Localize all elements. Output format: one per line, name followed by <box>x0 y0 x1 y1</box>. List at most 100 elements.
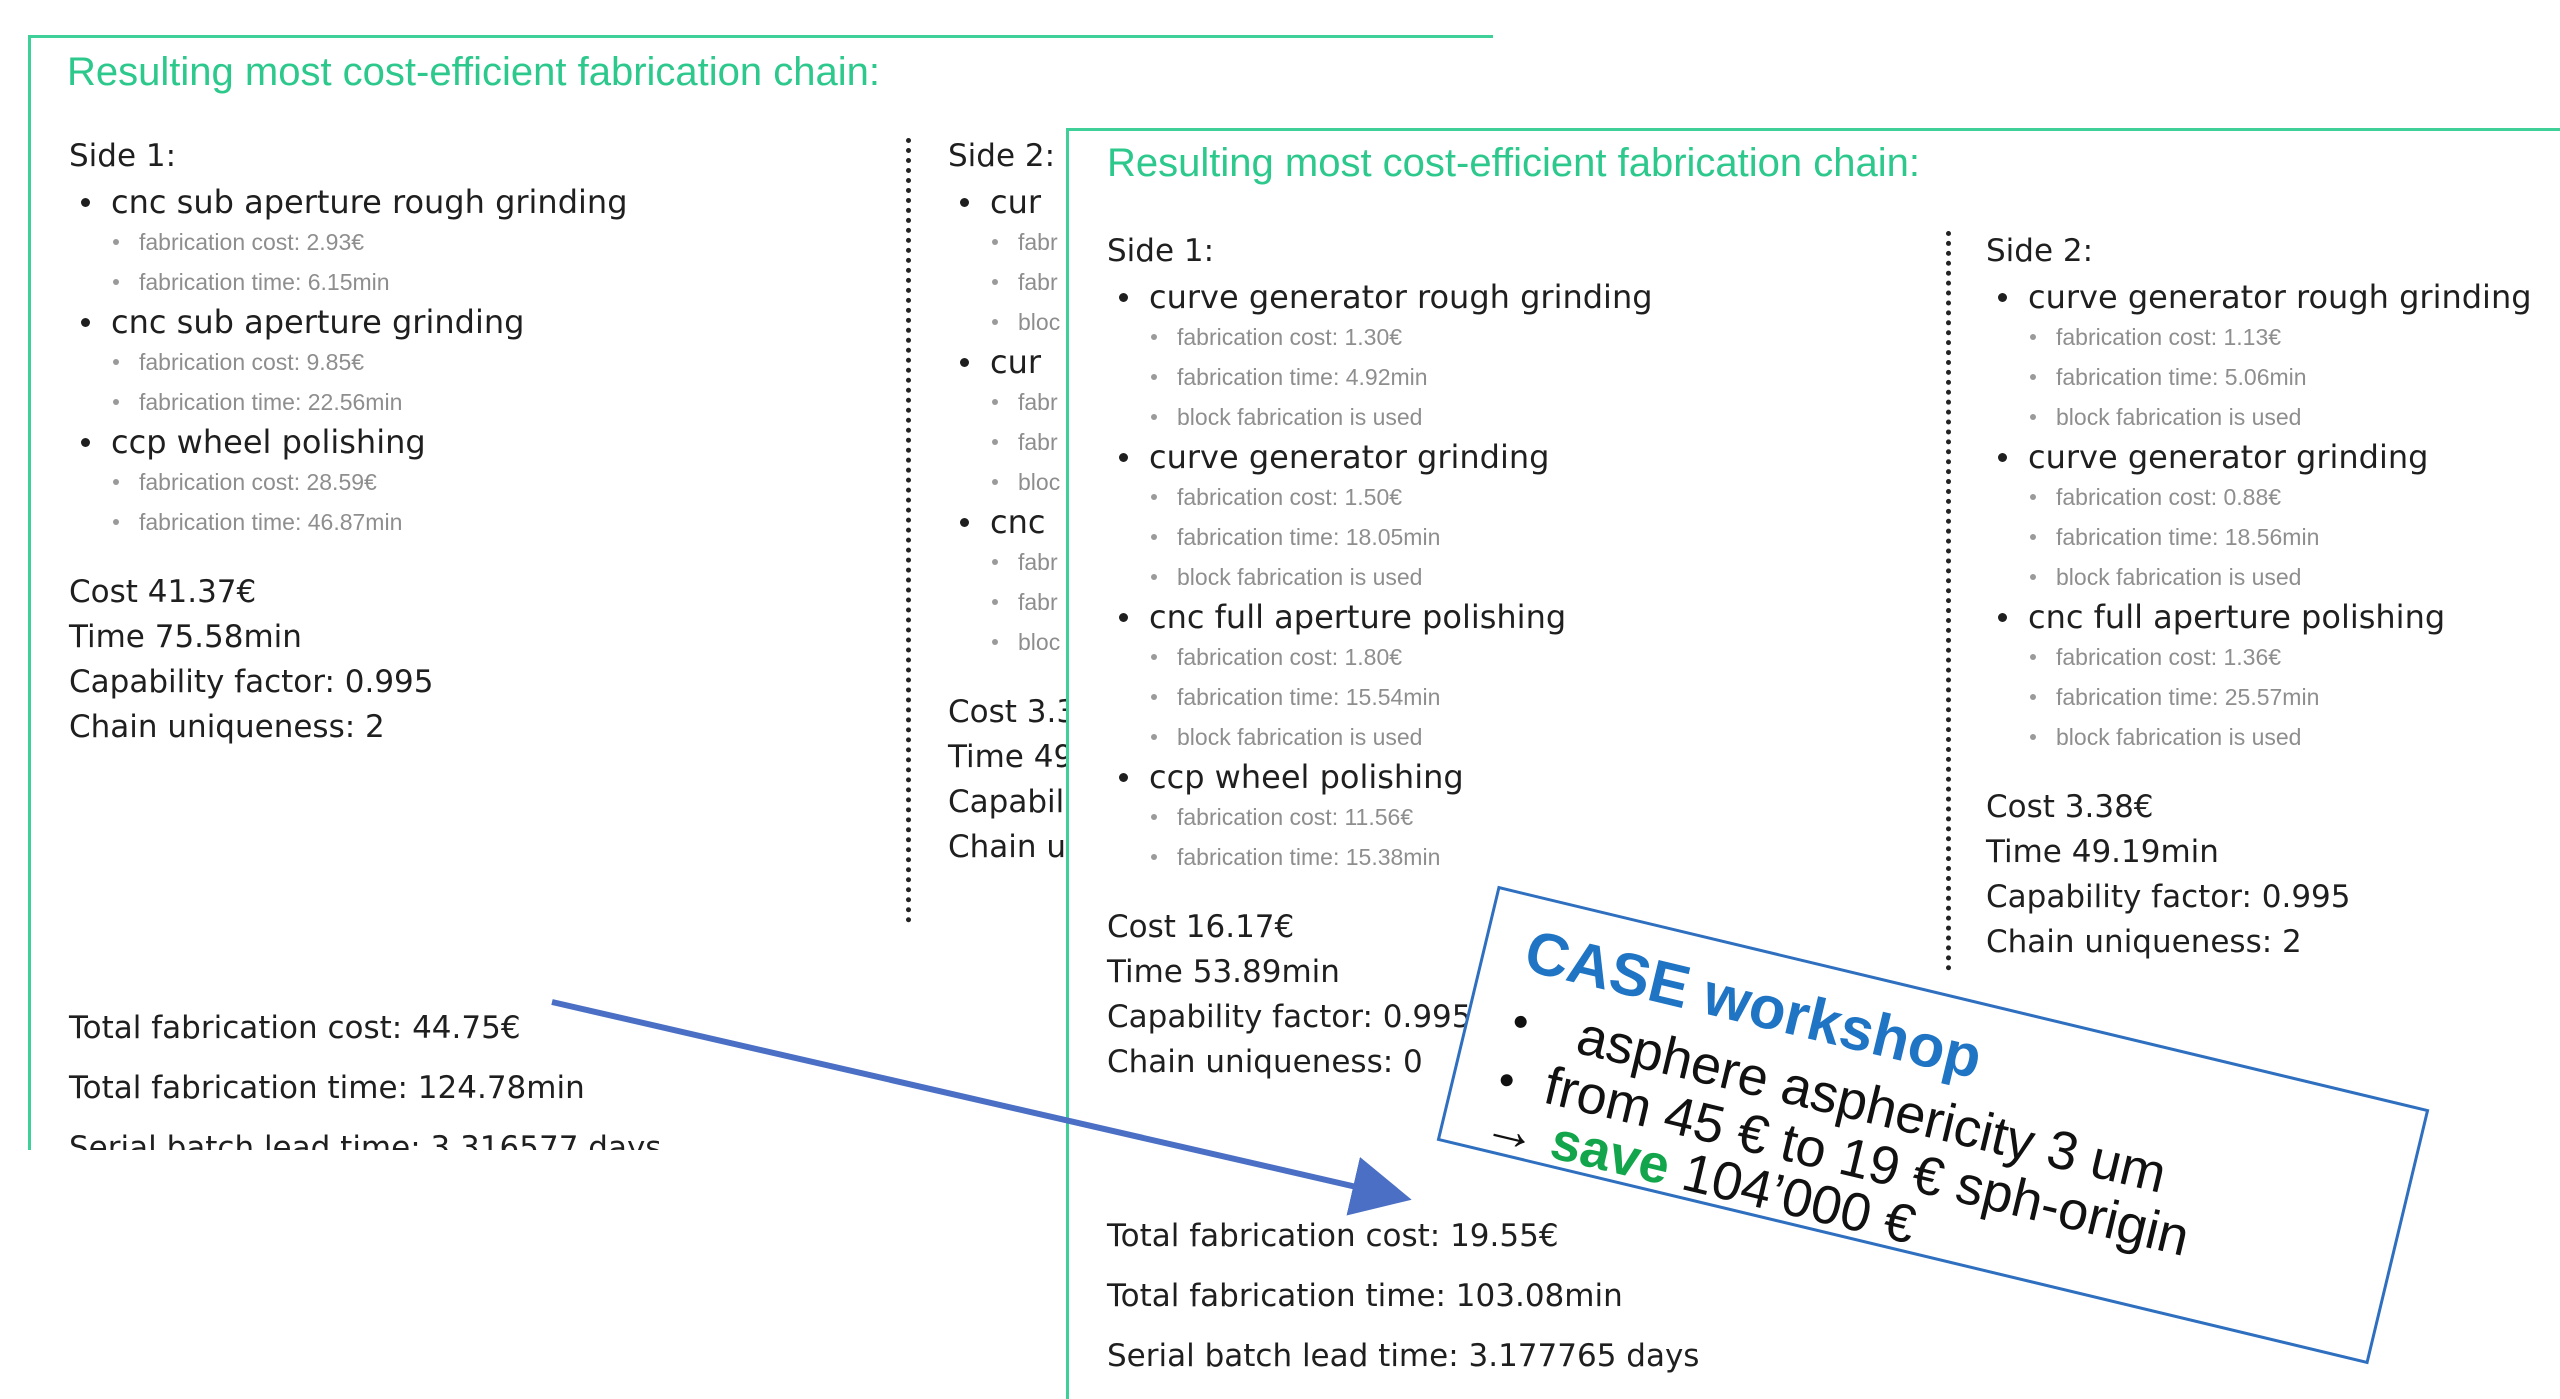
step-detail: fabr <box>991 542 1076 582</box>
step: curve generator grinding fabrication cos… <box>1119 437 1653 597</box>
step: cnc sub aperture rough grinding fabricat… <box>81 182 628 302</box>
step: cnc full aperture polishing fabrication … <box>1998 597 2532 757</box>
total-time: Total fabrication time: 103.08min <box>1107 1278 1623 1314</box>
step-detail: fabrication cost: 1.13€ <box>2030 317 2532 357</box>
side-label: Side 1: <box>1107 233 1215 269</box>
bullet-icon <box>1499 1073 1514 1088</box>
step-detail: bloc <box>991 302 1076 342</box>
step: curve generator grinding fabrication cos… <box>1998 437 2532 597</box>
step-detail: fabrication time: 6.15min <box>113 262 628 302</box>
side-summary: Cost 3.38€ Time 49.19min Capability fact… <box>1986 785 2532 965</box>
step-detail: bloc <box>991 462 1076 502</box>
step-name: curve generator rough grinding <box>1998 278 2532 316</box>
bullet-icon <box>1513 1014 1528 1030</box>
step-detail: block fabrication is used <box>2030 557 2532 597</box>
chain-totals: Total fabrication cost: 19.55€ Total fab… <box>1107 1206 1699 1386</box>
chain-title: Resulting most cost-efficient fabricatio… <box>67 50 880 94</box>
summary-time: Time 75.58min <box>69 619 302 655</box>
total-cost: Total fabrication cost: 44.75€ <box>69 1010 521 1046</box>
side-label: Side 2: <box>1986 233 2094 269</box>
step-detail: fabrication cost: 9.85€ <box>113 342 628 382</box>
step: cnc fabr fabr bloc <box>959 502 1076 662</box>
step-detail: bloc <box>991 622 1076 662</box>
side-summary: Cost 41.37€ Time 75.58min Capability fac… <box>69 570 628 750</box>
step-detail: fabrication time: 25.57min <box>2030 677 2532 717</box>
chain-totals: Total fabrication cost: 44.75€ Total fab… <box>69 998 661 1150</box>
step-detail: fabr <box>991 582 1076 622</box>
total-cost: Total fabrication cost: 19.55€ <box>1107 1218 1559 1254</box>
summary-time: Time 53.89min <box>1107 954 1340 990</box>
summary-capability: Capabili <box>948 784 1073 820</box>
step-detail: fabrication time: 18.05min <box>1151 517 1653 557</box>
step-detail: fabrication cost: 1.36€ <box>2030 637 2532 677</box>
step-detail: fabrication cost: 0.88€ <box>2030 477 2532 517</box>
right-arrow-icon: → <box>1477 1094 1545 1166</box>
chain-title: Resulting most cost-efficient fabricatio… <box>1107 141 1920 185</box>
step-detail: block fabrication is used <box>1151 717 1653 757</box>
step-detail: fabrication time: 4.92min <box>1151 357 1653 397</box>
side-summary: Cost 3.3 Time 49 Capabili Chain ui <box>948 690 1076 870</box>
summary-uniqueness: Chain ui <box>948 829 1075 865</box>
step-detail: fabr <box>991 382 1076 422</box>
summary-uniqueness: Chain uniqueness: 2 <box>69 709 385 745</box>
step-detail: fabr <box>991 422 1076 462</box>
summary-uniqueness: Chain uniqueness: 2 <box>1986 924 2302 960</box>
summary-cost: Cost 16.17€ <box>1107 909 1295 945</box>
step-detail: fabrication cost: 1.80€ <box>1151 637 1653 677</box>
step: cur fabr fabr bloc <box>959 342 1076 502</box>
side-label: Side 2: <box>948 138 1056 174</box>
step-detail: fabrication cost: 11.56€ <box>1151 797 1653 837</box>
step-name: cnc <box>959 502 1076 542</box>
side2-column: Side 2: curve generator rough grinding f… <box>1986 233 2532 965</box>
step: cur fabr fabr bloc <box>959 182 1076 342</box>
step: curve generator rough grinding fabricati… <box>1998 277 2532 437</box>
step-detail: fabrication cost: 2.93€ <box>113 222 628 262</box>
step-name: curve generator rough grinding <box>1119 278 1653 316</box>
step-name: ccp wheel polishing <box>1119 757 1653 797</box>
step-name: cnc sub aperture grinding <box>81 302 628 342</box>
step: curve generator rough grinding fabricati… <box>1119 277 1653 437</box>
total-time: Total fabrication time: 124.78min <box>69 1070 585 1106</box>
step-detail: fabrication time: 15.54min <box>1151 677 1653 717</box>
step-detail: fabr <box>991 262 1076 302</box>
summary-cost: Cost 41.37€ <box>69 574 257 610</box>
step-detail: fabrication time: 46.87min <box>113 502 628 542</box>
summary-time: Time 49.19min <box>1986 834 2219 870</box>
step-name: cnc sub aperture rough grinding <box>81 183 628 221</box>
step-name: curve generator grinding <box>1119 437 1653 477</box>
step-detail: block fabrication is used <box>2030 397 2532 437</box>
step-detail: fabrication cost: 28.59€ <box>113 462 628 502</box>
step-detail: block fabrication is used <box>2030 717 2532 757</box>
step-detail: fabrication cost: 1.50€ <box>1151 477 1653 517</box>
step-name: ccp wheel polishing <box>81 422 628 462</box>
lead-time: Serial batch lead time: 3.177765 days <box>1107 1338 1700 1374</box>
summary-time: Time 49 <box>948 739 1074 775</box>
step: cnc sub aperture grinding fabrication co… <box>81 302 628 422</box>
summary-capability: Capability factor: 0.995 <box>69 664 434 700</box>
step: cnc full aperture polishing fabrication … <box>1119 597 1653 757</box>
summary-cost: Cost 3.38€ <box>1986 789 2154 825</box>
step: ccp wheel polishing fabrication cost: 28… <box>81 422 628 542</box>
step-name: curve generator grinding <box>1998 437 2532 477</box>
side-divider <box>1946 231 1951 971</box>
step-detail: fabr <box>991 222 1076 262</box>
side-label: Side 1: <box>69 138 177 174</box>
step: ccp wheel polishing fabrication cost: 11… <box>1119 757 1653 877</box>
step-detail: fabrication time: 22.56min <box>113 382 628 422</box>
side1-column: Side 1: curve generator rough grinding f… <box>1107 233 1653 1085</box>
step-detail: fabrication time: 18.56min <box>2030 517 2532 557</box>
summary-capability: Capability factor: 0.995 <box>1986 879 2351 915</box>
step-name: cur <box>959 342 1076 382</box>
step-detail: block fabrication is used <box>1151 397 1653 437</box>
step-name: cnc full aperture polishing <box>1119 597 1653 637</box>
lead-time: Serial batch lead time: 3.316577 days <box>69 1130 662 1150</box>
side1-column: Side 1: cnc sub aperture rough grinding … <box>69 138 628 750</box>
side-divider <box>906 138 911 923</box>
step-detail: fabrication cost: 1.30€ <box>1151 317 1653 357</box>
step-name: cur <box>959 182 1076 222</box>
step-detail: block fabrication is used <box>1151 557 1653 597</box>
step-name: cnc full aperture polishing <box>1998 597 2532 637</box>
side2-column: Side 2: cur fabr fabr bloc cur fabr fabr… <box>948 138 1076 870</box>
step-detail: fabrication time: 5.06min <box>2030 357 2532 397</box>
step-detail: fabrication time: 15.38min <box>1151 837 1653 877</box>
